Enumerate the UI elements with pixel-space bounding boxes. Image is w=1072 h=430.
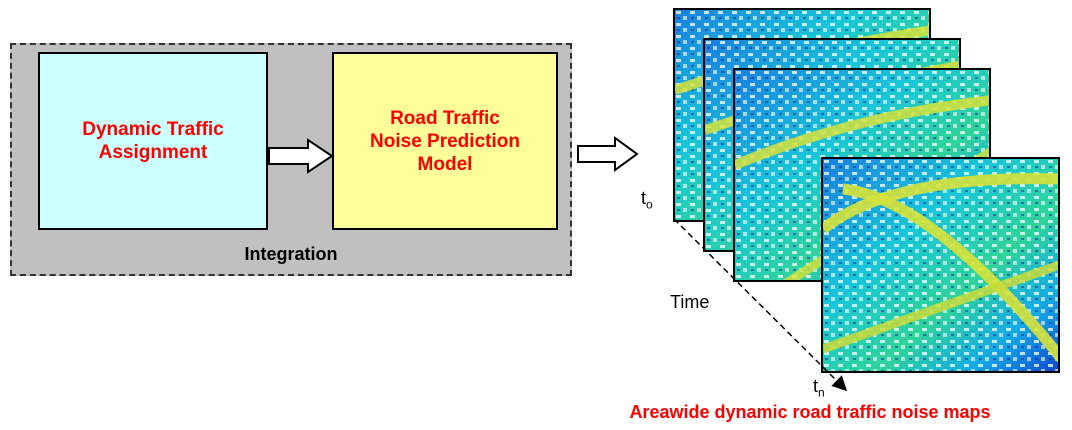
time-end-label: tn (813, 376, 825, 400)
time-start-label: to (641, 188, 653, 212)
dynamic-traffic-assignment-label: Dynamic Traffic Assignment (82, 119, 224, 163)
integration-label: Integration (244, 244, 338, 264)
time-axis-arrow-icon (673, 218, 848, 392)
noise-map-frame-4 (821, 157, 1060, 373)
time-axis-label: Time (670, 292, 710, 312)
dynamic-traffic-assignment-box: Dynamic Traffic Assignment (38, 52, 268, 230)
noise-maps-caption: Areawide dynamic road traffic noise maps (629, 402, 991, 422)
noise-prediction-model-label: Road Traffic Noise Prediction Model (370, 107, 520, 175)
process-arrow-icon (268, 138, 334, 174)
output-arrow-icon (577, 136, 639, 172)
noise-prediction-model-box: Road Traffic Noise Prediction Model (332, 52, 558, 230)
